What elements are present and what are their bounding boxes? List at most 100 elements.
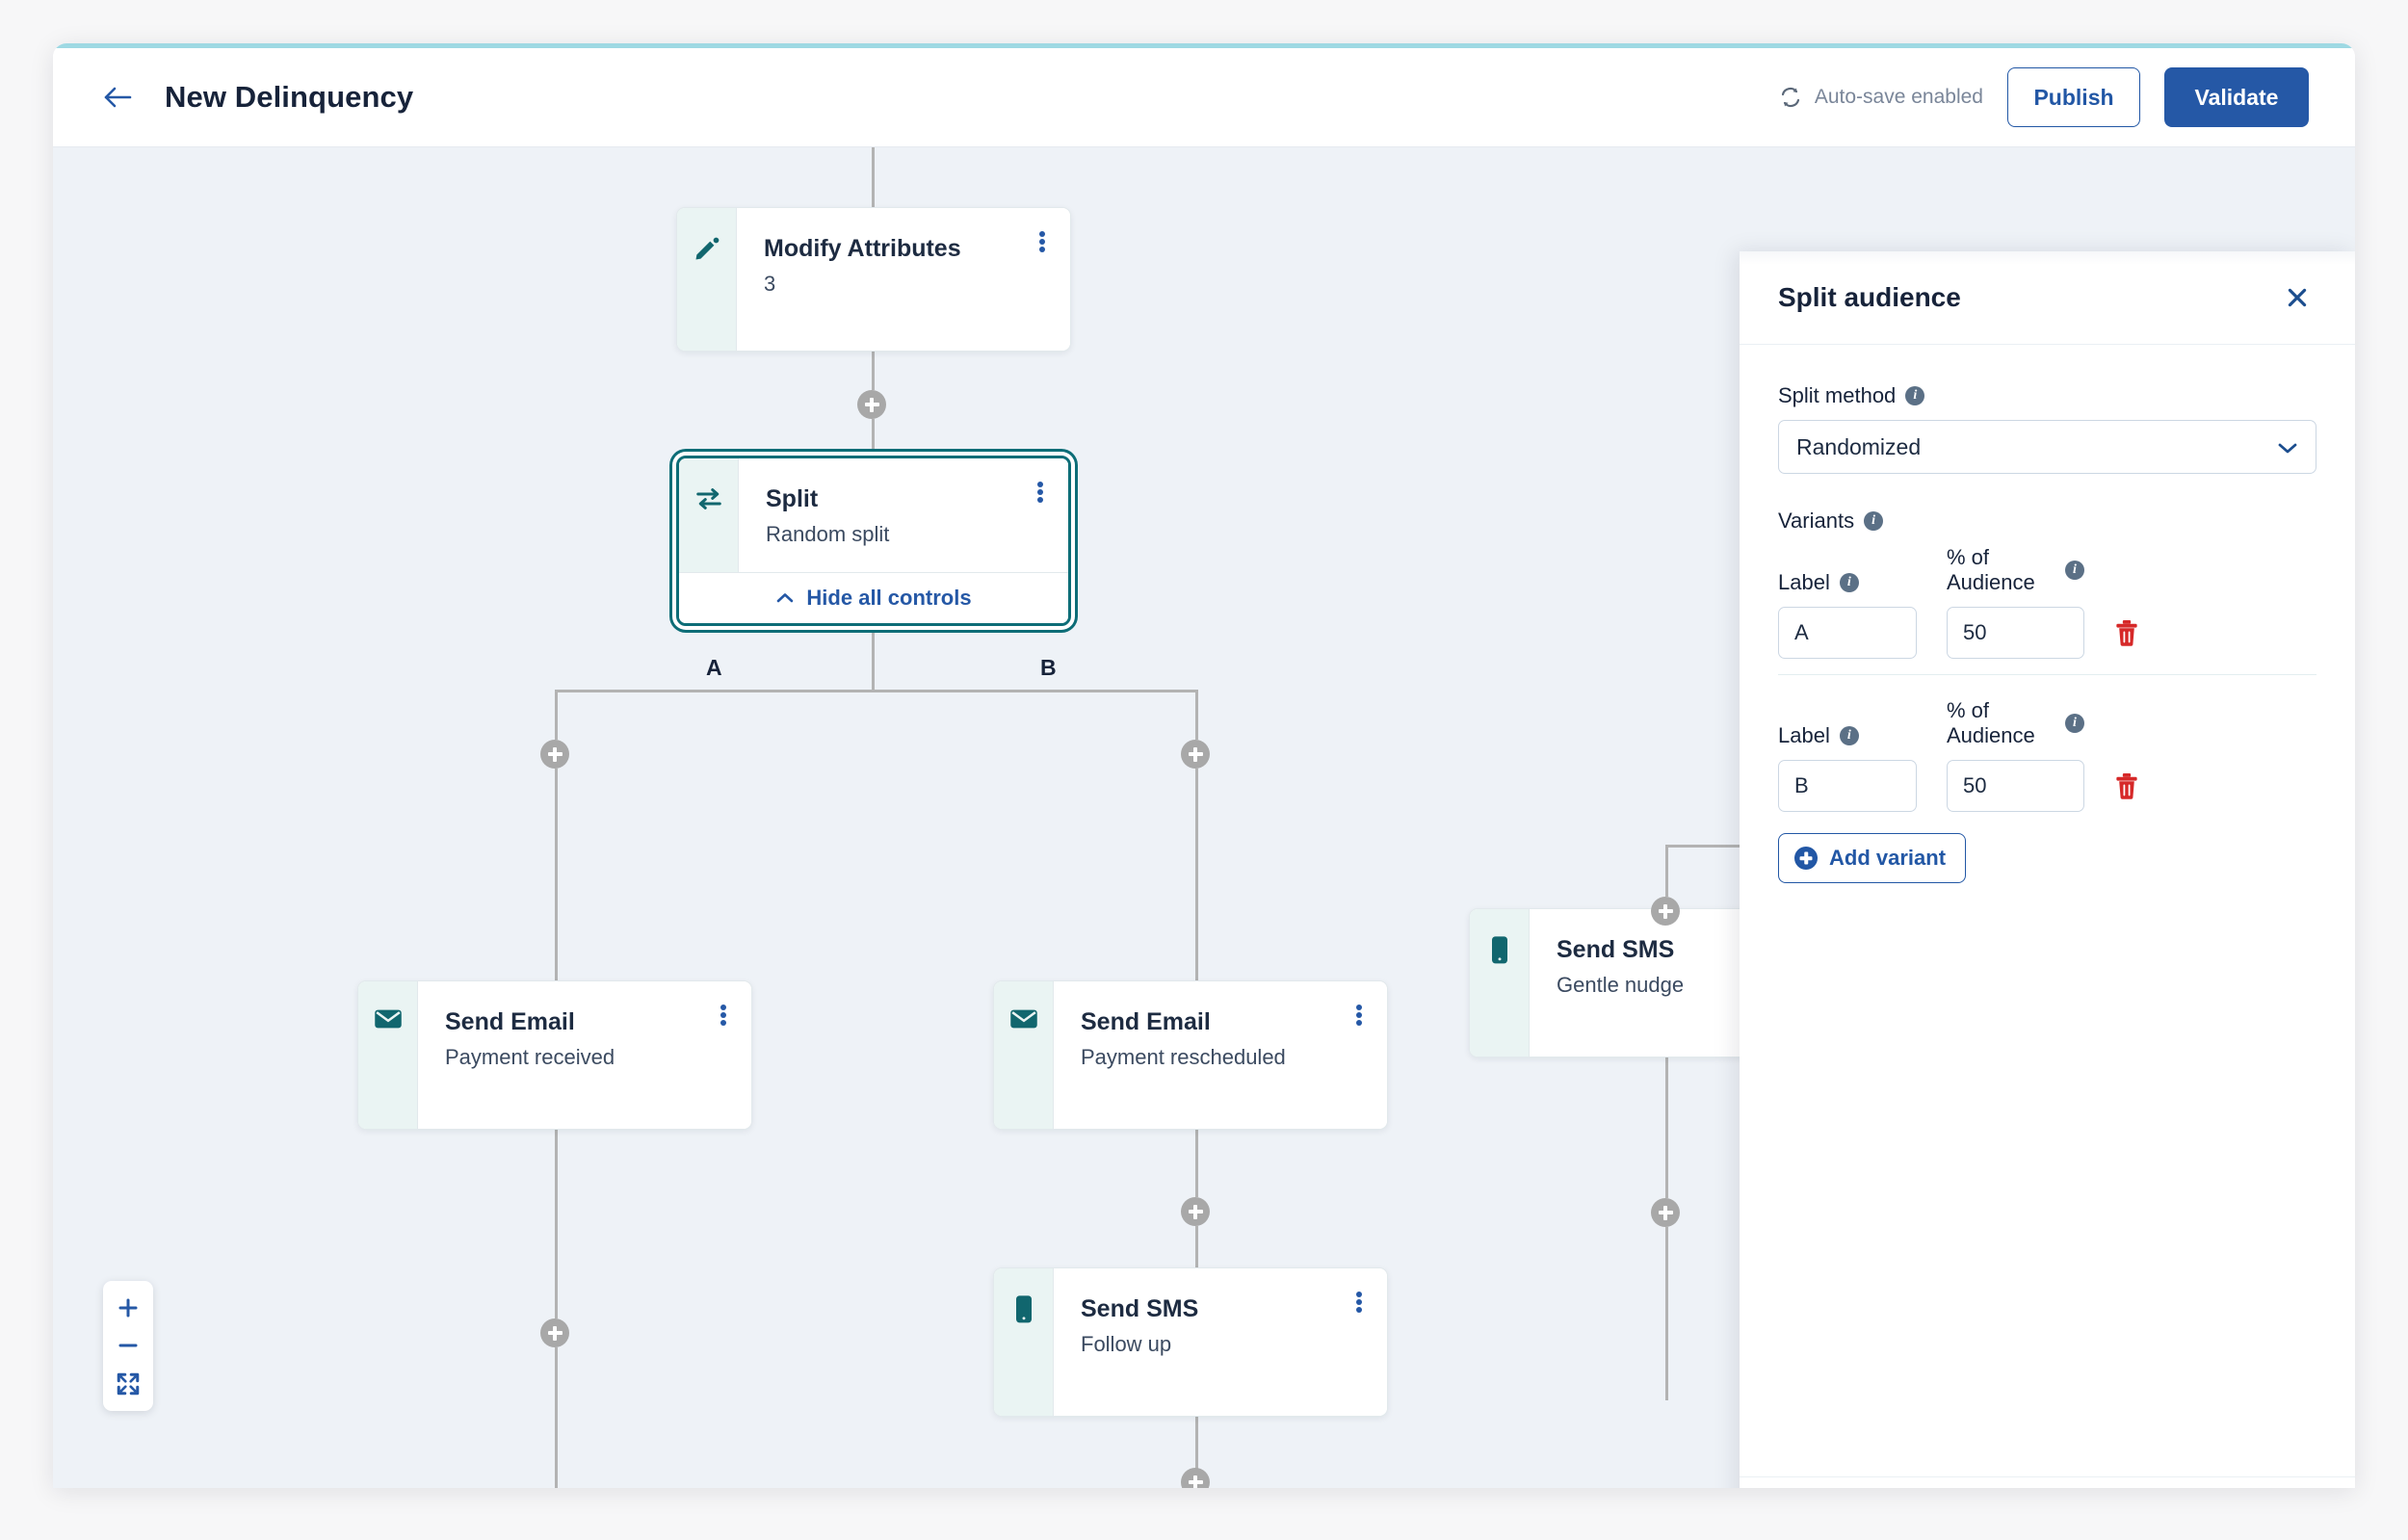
variant-b-percent-input[interactable] <box>1947 760 2084 812</box>
pencil-icon <box>695 237 719 260</box>
info-icon[interactable]: i <box>2065 561 2084 580</box>
split-node-main: Split Random split <box>679 458 1068 572</box>
add-node-button[interactable] <box>1651 1198 1680 1227</box>
add-node-button[interactable] <box>1651 897 1680 926</box>
add-node-button[interactable] <box>1181 740 1210 769</box>
flow-canvas[interactable]: Modify Attributes 3 S <box>53 147 2355 1488</box>
variant-b-percent-col: % of Audience i <box>1947 698 2084 812</box>
variant-a-percent-input[interactable] <box>1947 607 2084 659</box>
label-column-header: Label <box>1778 570 1830 594</box>
info-icon[interactable]: i <box>1839 726 1859 745</box>
split-method-select[interactable]: Randomized <box>1778 420 2316 474</box>
node-body: Split Random split <box>739 458 1068 572</box>
variant-b-label-col: Label i <box>1778 723 1917 812</box>
trash-icon <box>2116 773 2137 799</box>
flow-node-send-sms-follow-up[interactable]: Send SMS Follow up <box>993 1267 1388 1417</box>
node-subtitle: Gentle nudge <box>1557 973 1685 997</box>
zoom-controls <box>103 1281 153 1411</box>
connector-line <box>1195 769 1198 980</box>
branch-label-b: B <box>1040 655 1057 680</box>
zoom-out-button[interactable] <box>109 1328 147 1363</box>
node-menu-button[interactable] <box>1348 1288 1370 1317</box>
add-node-button[interactable] <box>1181 1468 1210 1488</box>
hide-all-controls-button[interactable]: Hide all controls <box>679 572 1068 623</box>
info-icon[interactable]: i <box>1905 386 1925 405</box>
connector-line <box>555 690 558 740</box>
add-variant-button[interactable]: Add variant <box>1778 833 1967 883</box>
flow-node-modify-attributes[interactable]: Modify Attributes 3 <box>676 207 1071 352</box>
node-title: Send SMS <box>1081 1295 1199 1322</box>
connector-line <box>555 1130 558 1318</box>
flow-node-send-email-payment-rescheduled[interactable]: Send Email Payment rescheduled <box>993 980 1388 1130</box>
variant-b-delete-button[interactable] <box>2114 760 2153 812</box>
node-title: Send Email <box>1081 1008 1211 1035</box>
node-subtitle: Payment rescheduled <box>1081 1045 1286 1069</box>
info-icon[interactable]: i <box>2065 714 2084 733</box>
node-menu-button[interactable] <box>1030 478 1051 507</box>
add-node-button[interactable] <box>540 1318 569 1347</box>
variant-row-a-grid: Label i % of Audience i <box>1778 545 2316 659</box>
add-node-button[interactable] <box>540 740 569 769</box>
zoom-in-button[interactable] <box>109 1291 147 1325</box>
split-method-label-row: Split method i <box>1778 383 2316 408</box>
info-icon[interactable]: i <box>1839 573 1859 592</box>
node-body: Send SMS Follow up <box>1054 1268 1387 1416</box>
back-button[interactable] <box>96 76 139 118</box>
node-icon-column <box>994 1268 1054 1416</box>
variant-a-label-input[interactable] <box>1778 607 1917 659</box>
add-node-button[interactable] <box>857 390 886 419</box>
variant-b-percent-header: % of Audience i <box>1947 698 2084 748</box>
autosave-label: Auto-save enabled <box>1814 86 1983 108</box>
node-icon-column <box>679 458 739 572</box>
trash-icon <box>2116 620 2137 646</box>
flow-node-send-email-payment-received[interactable]: Send Email Payment received <box>357 980 752 1130</box>
connector-line <box>872 419 875 456</box>
fit-to-screen-button[interactable] <box>109 1367 147 1401</box>
percent-column-header: % of Audience <box>1947 545 2035 594</box>
connector-line <box>872 147 875 207</box>
add-variant-label: Add variant <box>1829 846 1947 870</box>
variants-label: Variants <box>1778 509 1855 533</box>
flow-node-split[interactable]: Split Random split Hide all controls <box>676 456 1071 626</box>
connector-line <box>1195 1417 1198 1487</box>
envelope-icon <box>374 1009 402 1029</box>
variants-section: Variants i Label i <box>1778 509 2316 883</box>
validate-button[interactable]: Validate <box>2164 67 2309 127</box>
node-menu-button[interactable] <box>1032 227 1053 256</box>
variant-b-label-input[interactable] <box>1778 760 1917 812</box>
plus-circle-icon <box>1794 847 1818 870</box>
chevron-up-icon <box>777 593 794 603</box>
connector-line <box>1195 1226 1198 1267</box>
node-icon-column <box>677 208 737 351</box>
header-actions: Auto-save enabled Publish Validate <box>1779 67 2309 127</box>
variant-b-label-header: Label i <box>1778 723 1917 748</box>
add-node-button[interactable] <box>1181 1197 1210 1226</box>
autosave-status: Auto-save enabled <box>1779 86 1983 109</box>
mobile-icon <box>1015 1295 1032 1323</box>
page-title: New Delinquency <box>165 80 414 114</box>
arrow-left-icon <box>104 87 132 108</box>
app-header: New Delinquency Auto-save enabled Publis… <box>53 48 2355 147</box>
variant-row: Label i % of Audience i <box>1778 545 2316 675</box>
panel-body: Split method i Randomized <box>1740 345 2355 1476</box>
expand-icon <box>117 1372 140 1396</box>
variant-a-label-col: Label i <box>1778 570 1917 659</box>
connector-line <box>555 1347 558 1488</box>
publish-button[interactable]: Publish <box>2007 67 2140 127</box>
panel-close-button[interactable] <box>2278 278 2316 317</box>
node-icon-column <box>994 981 1054 1129</box>
node-menu-button[interactable] <box>713 1001 734 1030</box>
info-icon[interactable]: i <box>1864 511 1884 531</box>
split-method-label: Split method <box>1778 383 1897 407</box>
window-top-accent-bar <box>53 43 2355 48</box>
variant-row-b-grid: Label i % of Audience i <box>1778 698 2316 812</box>
variant-a-label-header: Label i <box>1778 570 1917 595</box>
node-menu-button[interactable] <box>1348 1001 1370 1030</box>
variant-a-percent-header: % of Audience i <box>1947 545 2084 595</box>
label-column-header: Label <box>1778 723 1830 747</box>
panel-top-fade <box>1740 251 2355 265</box>
split-arrows-icon <box>695 488 721 509</box>
node-body: Modify Attributes 3 <box>737 208 1070 351</box>
split-method-value: Randomized <box>1796 433 1922 459</box>
variant-a-delete-button[interactable] <box>2114 607 2153 659</box>
